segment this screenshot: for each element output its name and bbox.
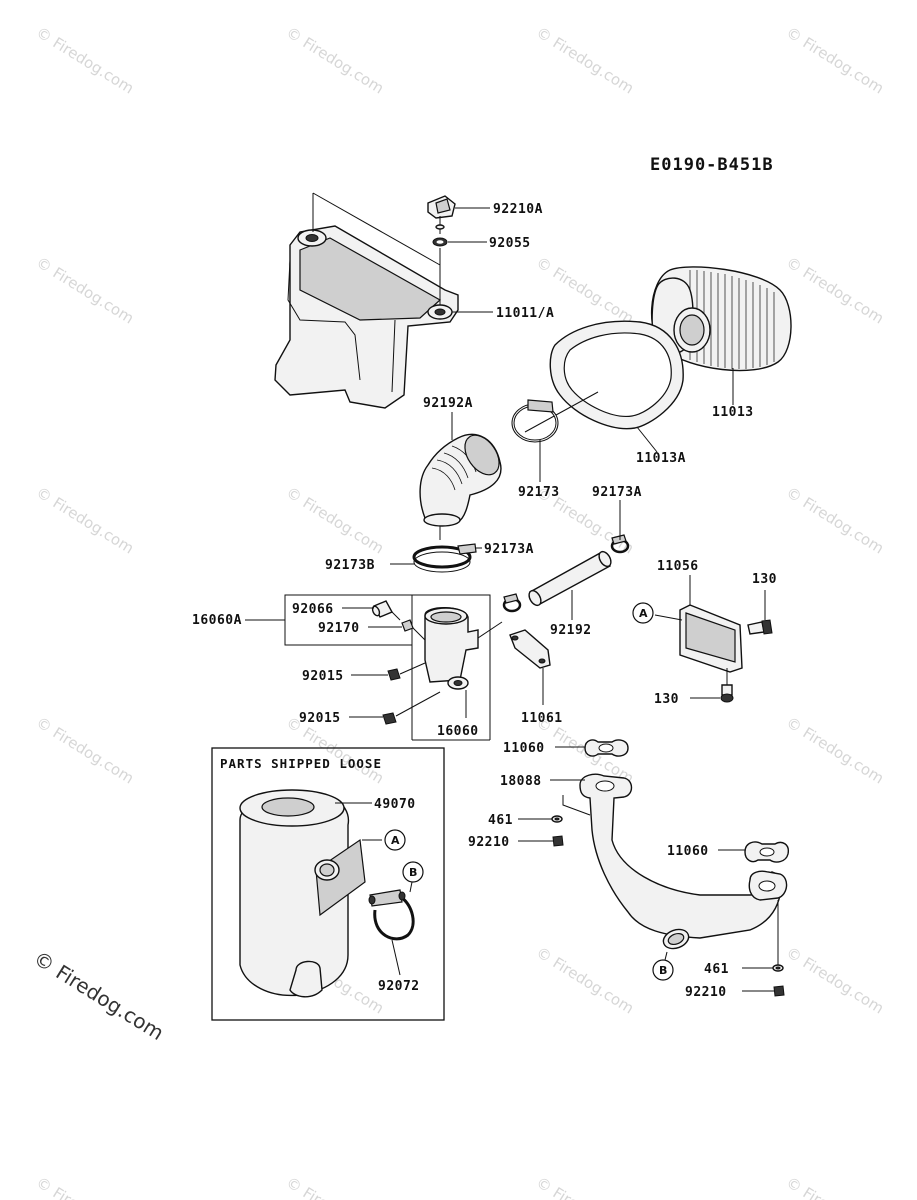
label-92066: 92066 — [292, 602, 334, 617]
label-92192A: 92192A — [423, 396, 473, 411]
label-49070: 49070 — [374, 797, 416, 812]
label-92173: 92173 — [518, 485, 560, 500]
label-16060: 16060 — [437, 724, 479, 739]
parts-shipped-loose-box — [211, 747, 445, 1021]
callout-b-pipe: B — [652, 951, 674, 981]
air-cleaner-cover-drawing — [274, 192, 459, 409]
label-11013A: 11013A — [636, 451, 686, 466]
label-92015-a: 92015 — [302, 669, 344, 684]
watermark: © Firedog.com — [33, 483, 137, 557]
hose-clamp-b-drawing — [412, 543, 477, 573]
label-130-top: 130 — [752, 572, 777, 587]
exhaust-pipe-drawing — [550, 773, 788, 950]
label-92015-b: 92015 — [299, 711, 341, 726]
watermark: © Firedog.com — [283, 1173, 387, 1200]
watermark: © Firedog.com — [33, 713, 137, 787]
box-title: PARTS SHIPPED LOOSE — [220, 756, 382, 771]
label-92170: 92170 — [318, 621, 360, 636]
watermark: © Firedog.com — [533, 1173, 637, 1200]
nipple-drawing — [371, 600, 401, 621]
watermark-large: © Firedog.com — [29, 946, 168, 1045]
carburetor-adapter-drawing — [424, 607, 503, 718]
nut-drawing — [401, 619, 426, 641]
label-11013: 11013 — [712, 405, 754, 420]
label-92173A-mid: 92173A — [484, 542, 534, 557]
watermark: © Firedog.com — [783, 713, 887, 787]
washer-nut-drawing — [518, 815, 785, 997]
label-92210A: 92210A — [493, 202, 543, 217]
callout-letter: A — [391, 834, 400, 847]
muffler-clamp-drawing — [368, 881, 415, 976]
label-130-bottom: 130 — [654, 692, 679, 707]
watermark: © Firedog.com — [783, 1173, 887, 1200]
callout-a-muffler: A — [384, 829, 406, 851]
label-461-b: 461 — [704, 962, 729, 977]
label-92072: 92072 — [378, 979, 420, 994]
gasket-11060-upper-drawing — [555, 739, 629, 757]
breather-hose-drawing — [528, 500, 621, 620]
label-11061: 11061 — [521, 711, 563, 726]
label-11011A: 11011/A — [496, 306, 554, 321]
diagram-code: E0190-B451B — [650, 155, 774, 175]
label-11060-b: 11060 — [667, 844, 709, 859]
watermark: © Firedog.com — [33, 1173, 137, 1200]
watermark: © Firedog.com — [33, 23, 137, 97]
watermark: © Firedog.com — [783, 943, 887, 1017]
watermark: © Firedog.com — [33, 253, 137, 327]
leader-lines — [342, 207, 493, 718]
label-16060A: 16060A — [192, 613, 242, 628]
wing-nut-drawing — [427, 195, 456, 234]
label-18088: 18088 — [500, 774, 542, 789]
label-11060-a: 11060 — [503, 741, 545, 756]
label-92055: 92055 — [489, 236, 531, 251]
hose-clamp-drawing — [511, 399, 559, 482]
label-11056: 11056 — [657, 559, 699, 574]
bracket-11056-drawing — [654, 575, 743, 673]
label-461-a: 461 — [488, 813, 513, 828]
label-92192: 92192 — [550, 623, 592, 638]
bolt-130-drawing — [690, 590, 773, 703]
pre-cleaner-drawing — [524, 320, 684, 453]
group-bracket-16060A — [245, 594, 491, 741]
callout-letter: A — [639, 607, 648, 620]
watermark: © Firedog.com — [283, 23, 387, 97]
watermark: © Firedog.com — [783, 253, 887, 327]
label-92210-a: 92210 — [468, 835, 510, 850]
label-92173B: 92173B — [325, 558, 375, 573]
callout-letter: B — [659, 964, 667, 977]
label-92210-b: 92210 — [685, 985, 727, 1000]
watermark: © Firedog.com — [533, 943, 637, 1017]
muffler-drawing — [239, 789, 382, 998]
nut-92015-drawing — [382, 662, 441, 725]
watermark: © Firedog.com — [283, 483, 387, 557]
callout-letter: B — [409, 866, 417, 879]
watermark: © Firedog.com — [533, 23, 637, 97]
watermark: © Firedog.com — [783, 23, 887, 97]
part-labels: 92210A 92055 11011/A 92192A 11013 11013A… — [192, 202, 777, 1000]
gasket-11061-drawing — [509, 629, 551, 705]
air-filter-element-drawing — [650, 266, 792, 405]
gasket-11060-lower-drawing — [718, 841, 790, 863]
watermark: © Firedog.com — [783, 483, 887, 557]
label-92173A-top: 92173A — [592, 485, 642, 500]
callout-a-bracket: A — [632, 602, 654, 624]
callout-b-muffler: B — [402, 861, 424, 883]
elbow-hose-drawing — [419, 412, 502, 540]
